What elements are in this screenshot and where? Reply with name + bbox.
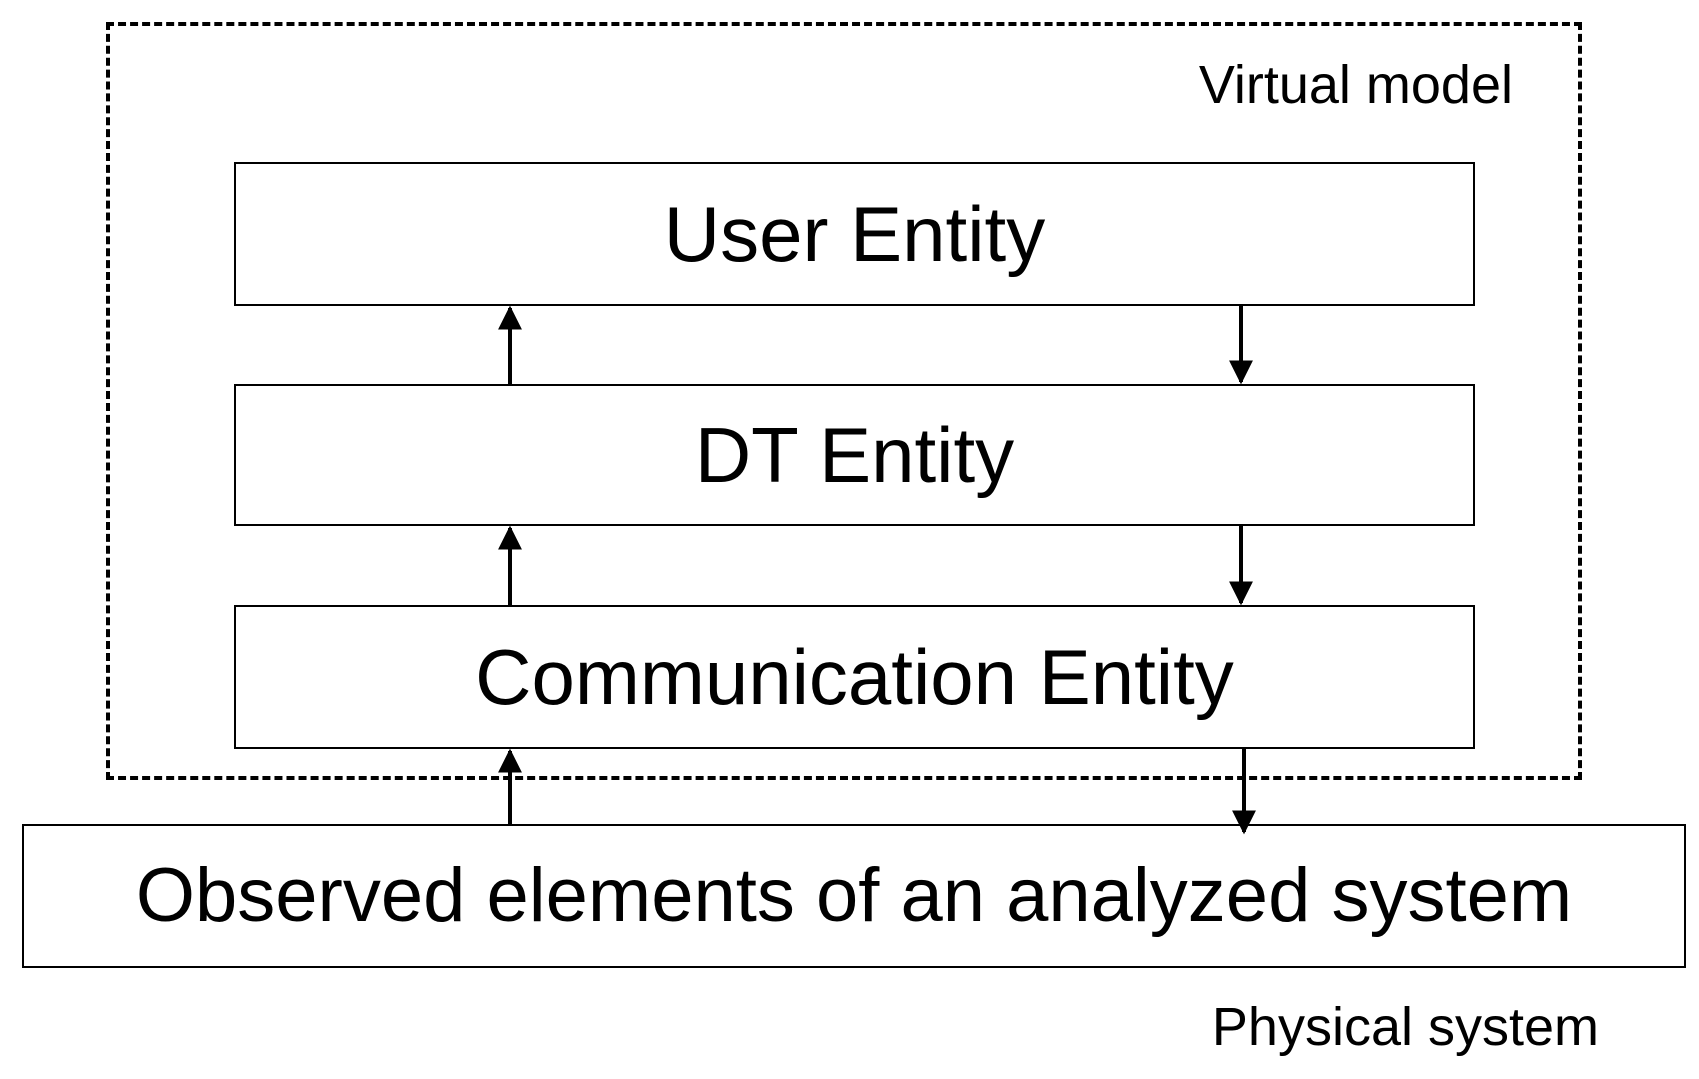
communication-entity-label: Communication Entity bbox=[475, 633, 1234, 721]
dt-entity-box: DT Entity bbox=[234, 384, 1475, 526]
virtual-model-boundary bbox=[106, 22, 1582, 780]
communication-entity-box: Communication Entity bbox=[234, 605, 1475, 749]
user-entity-box: User Entity bbox=[234, 162, 1475, 306]
observed-elements-label: Observed elements of an analyzed system bbox=[135, 853, 1573, 938]
observed-elements-box: Observed elements of an analyzed system bbox=[22, 824, 1686, 968]
physical-system-label: Physical system bbox=[1211, 997, 1599, 1057]
virtual-model-label: Virtual model bbox=[1198, 55, 1513, 115]
dt-entity-label: DT Entity bbox=[694, 411, 1015, 499]
user-entity-label: User Entity bbox=[663, 190, 1046, 278]
